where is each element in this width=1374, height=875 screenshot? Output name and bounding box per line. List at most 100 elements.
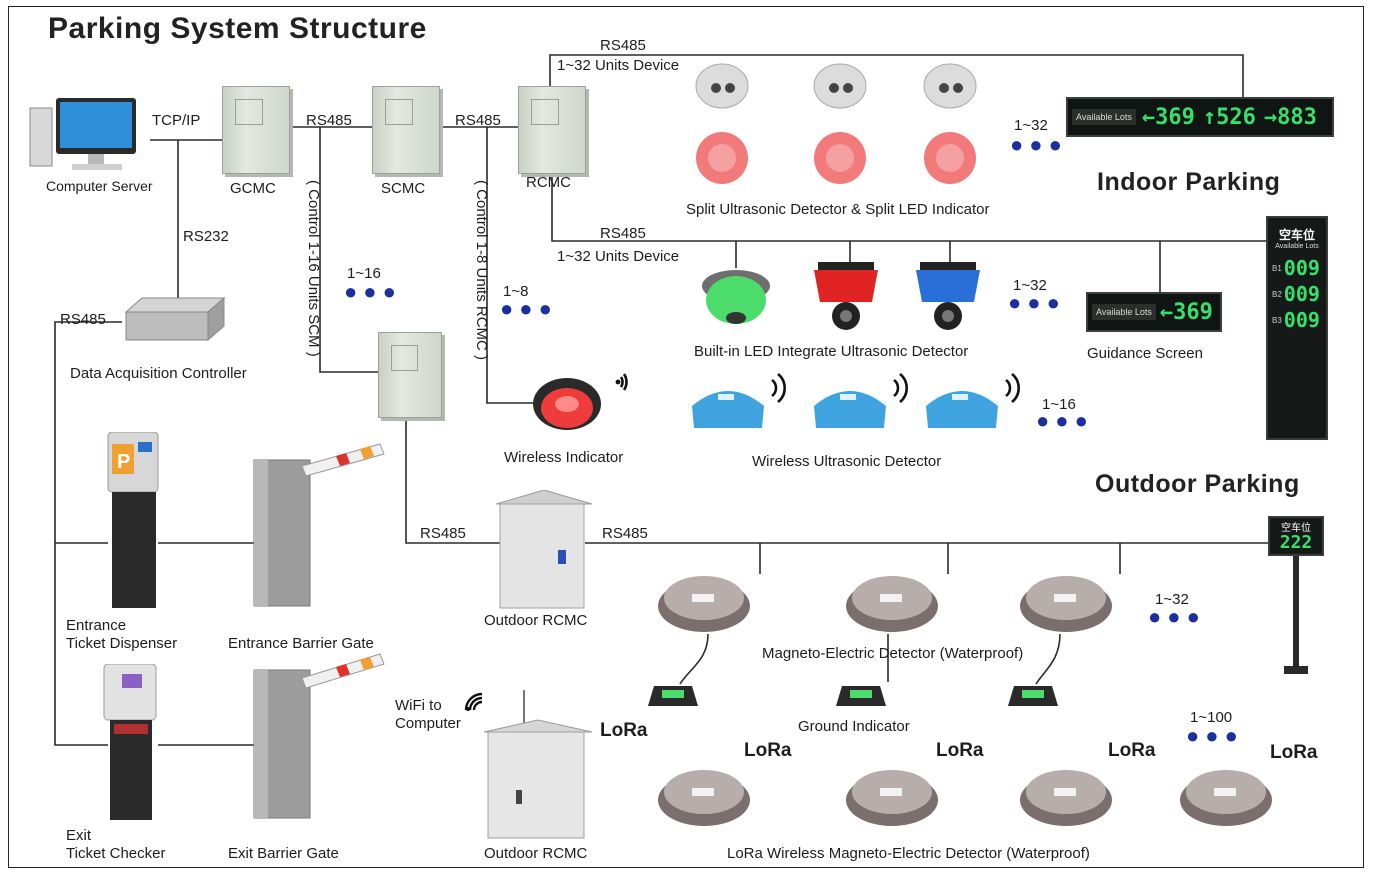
rs485-gcmc-scmc-label: RS485 — [306, 112, 352, 129]
dots-1-16-scm: ●●● — [344, 279, 402, 304]
totem-row-value: 009 — [1283, 256, 1320, 280]
dots-1-32-magneto: ●●● — [1148, 604, 1206, 629]
totem-sub: Available Lots — [1275, 243, 1319, 250]
wifi-label-line2: Computer — [395, 715, 461, 732]
split-detector-group-icon — [690, 62, 980, 192]
lora-badge-3: LoRa — [1108, 740, 1156, 761]
outdoor-rcmc-upper-label: Outdoor RCMC — [484, 612, 588, 629]
wireless-ultrasonic-label: Wireless Ultrasonic Detector — [752, 453, 942, 470]
dots-1-100-lora: ●●● — [1186, 723, 1244, 748]
link-scm-branch — [319, 127, 378, 373]
exit-gate-label: Exit Barrier Gate — [228, 845, 339, 862]
lora-badge-1: LoRa — [744, 740, 792, 761]
outdoor-display-pole: 空车位 222 — [1268, 516, 1326, 676]
count-1-16-scm: 1~16 — [347, 265, 381, 282]
link-outdoor-rcmc — [405, 415, 500, 544]
totem-row: B1 009 — [1272, 256, 1326, 280]
totem-row: B3 009 — [1272, 308, 1326, 332]
totem-row-level: B3 — [1272, 315, 1282, 325]
exit-label-line1: Exit — [66, 827, 92, 844]
scmc-label: SCMC — [381, 180, 426, 197]
guidance-display-value: ←369 — [1159, 299, 1213, 325]
units-32-bottom-label: 1~32 Units Device — [557, 248, 680, 265]
magneto-detector-group-icon — [656, 566, 1126, 636]
units-32-top-label: 1~32 Units Device — [557, 57, 680, 74]
rs485-outdoor-left-label: RS485 — [420, 525, 466, 542]
ticket-checker-icon — [100, 663, 160, 820]
rs485-daq-label: RS485 — [60, 311, 106, 328]
indoor-parking-heading: Indoor Parking — [1097, 168, 1281, 196]
dots-1-8: ●●● — [500, 296, 558, 321]
link-rcmc-branch — [486, 127, 536, 404]
gcmc-label: GCMC — [230, 180, 276, 197]
entrance-barrier-gate-icon — [250, 442, 390, 608]
main-display-value-left: ←369 — [1141, 104, 1195, 130]
control-scm-label: ( Control 1-16 Units SCM ) — [305, 180, 322, 357]
rs485-rcmc-top-label: RS485 — [600, 37, 646, 54]
computer-server-label: Computer Server — [46, 178, 153, 194]
count-1-100-lora: 1~100 — [1190, 709, 1233, 726]
tcp-ip-label: TCP/IP — [152, 112, 201, 129]
count-1-16-wireless: 1~16 — [1042, 396, 1076, 413]
totem-row-value: 009 — [1283, 308, 1320, 332]
lora-badge-rcmc: LoRa — [600, 720, 648, 741]
svg-text:P: P — [117, 451, 130, 473]
split-detector-label: Split Ultrasonic Detector & Split LED In… — [686, 201, 990, 218]
entrance-gate-label: Entrance Barrier Gate — [228, 635, 374, 652]
totem-row-level: B2 — [1272, 289, 1282, 299]
dots-1-32-builtin: ●●● — [1008, 290, 1066, 315]
totem-header: 空车位 — [1278, 228, 1315, 242]
outdoor-display-value: 222 — [1279, 532, 1313, 553]
guidance-screen-display: Available Lots ←369 — [1086, 292, 1222, 332]
dots-1-16-wireless: ●●● — [1036, 408, 1094, 433]
rs485-rcmc-bottom-label: RS485 — [600, 225, 646, 242]
totem-row: B2 009 — [1272, 282, 1326, 306]
main-available-lots-display: Available Lots ←369 ↑526 →883 — [1066, 97, 1334, 137]
guidance-display-tag: Available Lots — [1092, 304, 1156, 320]
wifi-label-line1: WiFi to — [395, 697, 442, 714]
rcmc-label: RCMC — [526, 174, 571, 191]
outdoor-rcmc-upper-icon — [495, 489, 593, 610]
control-rcmc-label: ( Control 1-8 Units RCMC ) — [473, 180, 490, 361]
outdoor-rcmc-lower-label: Outdoor RCMC — [484, 845, 588, 862]
scmc-cabinet — [372, 86, 440, 174]
gcmc-cabinet — [222, 86, 290, 174]
builtin-detector-group-icon — [700, 260, 990, 342]
data-acquisition-controller-icon — [122, 296, 226, 344]
entrance-label-line2: Ticket Dispenser — [66, 635, 178, 652]
lora-badge-4: LoRa — [1270, 742, 1318, 763]
computer-server-icon — [28, 96, 148, 176]
wireless-indicator-icon — [530, 374, 604, 438]
builtin-detector-label: Built-in LED Integrate Ultrasonic Detect… — [694, 343, 969, 360]
main-display-value-mid: ↑526 — [1202, 104, 1256, 130]
count-1-32-split: 1~32 — [1014, 117, 1048, 134]
main-display-value-right: →883 — [1263, 104, 1317, 130]
totem-row-value: 009 — [1283, 282, 1320, 306]
link-rcmc-bottom — [551, 170, 1268, 242]
lora-detector-group-icon — [656, 760, 1276, 830]
wifi-icon — [462, 690, 486, 714]
guidance-screen-label: Guidance Screen — [1087, 345, 1203, 362]
count-1-8: 1~8 — [503, 283, 529, 300]
count-1-32-builtin: 1~32 — [1013, 277, 1047, 294]
lora-detector-label: LoRa Wireless Magneto-Electric Detector … — [727, 845, 1090, 862]
rs485-outdoor-right-label: RS485 — [602, 525, 648, 542]
rs232-label: RS232 — [183, 228, 229, 245]
lower-scmc-cabinet — [378, 332, 442, 418]
outdoor-parking-heading: Outdoor Parking — [1095, 470, 1300, 498]
main-display-tag: Available Lots — [1072, 109, 1136, 125]
rcmc-cabinet — [518, 86, 586, 174]
wireless-signal-icon — [610, 370, 634, 394]
dots-1-32-split: ●●● — [1010, 132, 1068, 157]
exit-barrier-gate-icon — [250, 650, 390, 820]
link-daq-bus — [54, 321, 122, 746]
diagram-title: Parking System Structure — [48, 12, 427, 45]
ground-indicator-label: Ground Indicator — [798, 718, 910, 735]
wireless-ultrasonic-group-icon — [688, 366, 1028, 446]
wireless-indicator-label: Wireless Indicator — [504, 449, 624, 466]
data-acquisition-label: Data Acquisition Controller — [70, 365, 247, 382]
count-1-32-magneto: 1~32 — [1155, 591, 1189, 608]
link-rcmc-top — [549, 54, 1244, 97]
rs485-scmc-rcmc-label: RS485 — [455, 112, 501, 129]
